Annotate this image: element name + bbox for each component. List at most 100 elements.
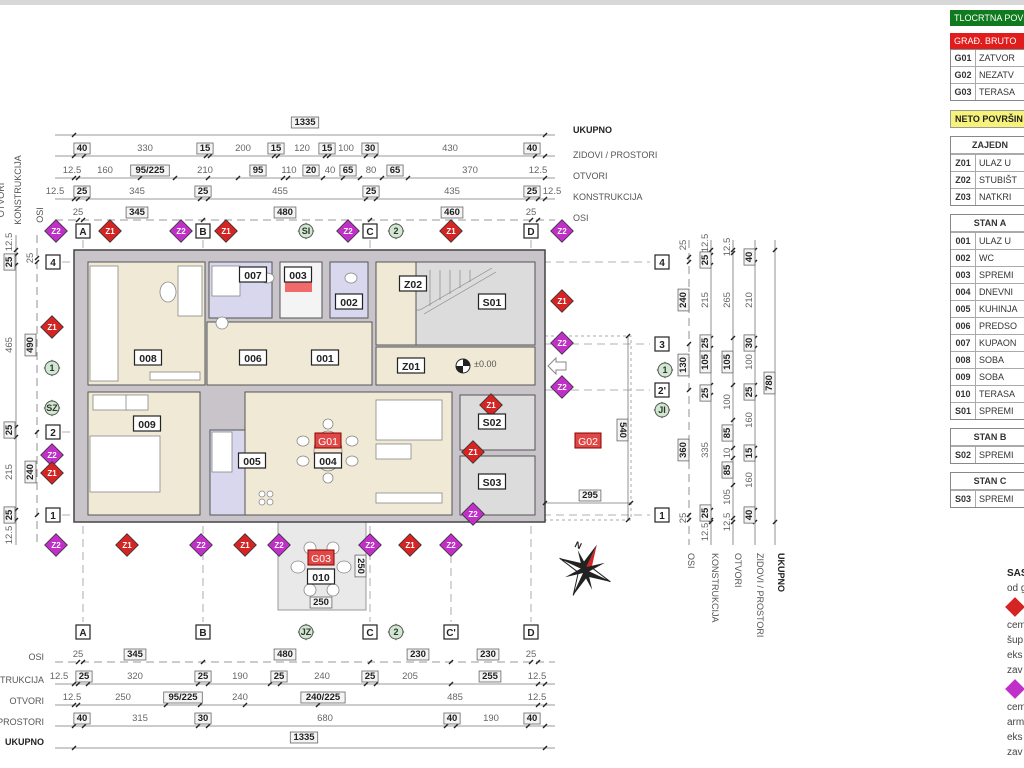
dimension-tick xyxy=(195,723,201,729)
dimension-right-construction-group: 12.5 xyxy=(700,523,711,542)
dimension-box xyxy=(699,251,712,269)
compass-icon xyxy=(559,544,611,596)
marker-z2-icon: Z2 xyxy=(439,533,463,557)
dimension-left-construction-group: 215 xyxy=(4,464,15,480)
dimension-right-walls-group: 100 xyxy=(744,354,755,370)
dimension-top-openings: 95 xyxy=(253,165,264,176)
dimension-bottom-walls: 30 xyxy=(198,713,209,724)
dimension-top-construction: 435 xyxy=(444,186,460,197)
dimension-top-walls-group: 330 xyxy=(137,143,153,154)
legend-section-title: STAN A xyxy=(951,215,1024,232)
dimension-box xyxy=(743,506,756,524)
legend-name: DNEVNI xyxy=(979,287,1014,297)
dimension-tick xyxy=(85,196,91,202)
dimension-tick xyxy=(80,659,86,665)
legend-code: S03 xyxy=(951,491,976,507)
dimension-bottom-openings-group: 95/225 xyxy=(163,691,203,704)
dimension-box xyxy=(523,185,541,198)
room-tag-z01: Z01 xyxy=(396,357,426,374)
room-tag-z02: Z02 xyxy=(398,275,428,292)
marker-label: 2 xyxy=(393,627,398,637)
marker-label: Z1 xyxy=(47,323,57,332)
dimension-top-axes-group: 345 xyxy=(125,206,149,219)
dimension-bottom-construction: 205 xyxy=(402,671,418,682)
terrace-width-group: 250 xyxy=(309,596,333,609)
yard-outline xyxy=(544,335,632,521)
dimension-box xyxy=(3,506,16,524)
dimension-tick xyxy=(542,175,548,181)
dimension-tick xyxy=(542,702,548,708)
dimension-top-construction: 25 xyxy=(77,186,88,197)
dimension-tick xyxy=(528,217,534,223)
dimension-bottom-axes-group: 25 xyxy=(73,649,84,660)
dimension-top-axes: 480 xyxy=(277,207,293,218)
dimension-tick xyxy=(322,153,328,159)
axis-label-top: C xyxy=(366,227,373,238)
dimension-tick xyxy=(315,702,321,708)
dimension-box xyxy=(763,371,776,395)
legend-name: KUHINJA xyxy=(979,304,1018,314)
notes-z2-line: cem xyxy=(1007,702,1024,713)
axis-label-bottom: B xyxy=(199,628,206,639)
dimension-top-walls: 120 xyxy=(294,143,310,154)
dimension-tick xyxy=(730,335,736,341)
marker-label: Z2 xyxy=(343,227,353,236)
dimension-bottom-walls: 40 xyxy=(527,713,538,724)
dimension-right-axes-group: 360 xyxy=(677,438,690,462)
marker-z1-icon: Z1 xyxy=(40,315,64,339)
dimension-right-openings: 265 xyxy=(722,292,733,308)
dimension-bottom-walls-group: 30 xyxy=(194,712,212,725)
marker-label: Z1 xyxy=(405,541,415,550)
z2-diamond-icon xyxy=(1005,679,1024,699)
dimension-top-construction-group: 435 xyxy=(444,186,460,197)
room-code: 003 xyxy=(289,270,307,282)
axis-label-top: B xyxy=(199,227,206,238)
axis-label-right: 1 xyxy=(659,511,665,522)
dimension-tick xyxy=(367,659,373,665)
room-code: Z01 xyxy=(402,361,420,373)
dimension-bottom-openings: 250 xyxy=(115,692,131,703)
legend-notes: SAS od g cem šup eks zav cem arm eks zav xyxy=(1005,566,1024,760)
room-tag-002: 002 xyxy=(334,293,364,310)
dimension-tick xyxy=(542,196,548,202)
room-code: S02 xyxy=(483,417,502,429)
dimension-tick xyxy=(71,132,77,138)
dimension-box xyxy=(75,670,93,683)
axis-marker-box xyxy=(362,624,378,640)
dimension-tick xyxy=(34,512,40,518)
dimension-bottom-construction-group: 12.5 xyxy=(50,671,69,682)
row-label-top-openings: OTVORI xyxy=(573,171,608,181)
legend-section-title: STAN C xyxy=(951,473,1024,490)
dimension-right-axes: 240 xyxy=(678,292,689,308)
room-tag-010: 010 xyxy=(306,568,336,585)
legend-name: ULAZ U xyxy=(979,236,1012,246)
row-label-top-walls: ZIDOVI / PROSTORI xyxy=(573,150,657,160)
dimension-box xyxy=(677,438,690,462)
dimension-left-construction-group: 465 xyxy=(4,337,15,353)
dimension-left-construction-group: 12.5 xyxy=(4,526,15,545)
dimension-tick xyxy=(242,702,248,708)
dimension-bottom-construction: 12.5 xyxy=(528,671,547,682)
row-label-right-axes-group: OSI xyxy=(686,553,696,569)
dimension-tick xyxy=(363,196,369,202)
dimension-left-construction-group: 12.5 xyxy=(4,233,15,252)
dimension-box xyxy=(290,116,320,129)
dimension-right-openings: 12.5 xyxy=(722,238,733,257)
area-code: G01 xyxy=(318,436,338,448)
dimension-tick xyxy=(71,153,77,159)
dimension-box xyxy=(3,253,16,271)
legend-code: Z03 xyxy=(951,189,976,205)
dimension-top-openings-group: 210 xyxy=(197,165,213,176)
dimension-bottom-openings: 485 xyxy=(447,692,463,703)
marker-z2-icon: Z2 xyxy=(44,219,68,243)
dimension-right-construction-group: 12.5 xyxy=(700,234,711,253)
dimension-right-axes-group: 240 xyxy=(677,288,690,312)
dimension-tick xyxy=(730,250,736,256)
axis-label-top-group: D xyxy=(527,227,534,238)
legend-name: SOBA xyxy=(979,372,1005,382)
